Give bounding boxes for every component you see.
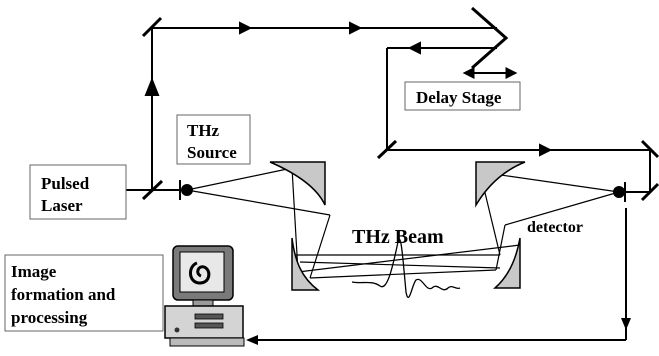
- delay-stage-box: [404, 81, 521, 111]
- top-left-mirror: [141, 16, 163, 38]
- computer-icon: [164, 245, 245, 347]
- drive-bay: [194, 313, 224, 320]
- delay-stage-reflector: [471, 6, 509, 70]
- flat-mirrors: [141, 16, 659, 202]
- beam-paths: [126, 27, 651, 193]
- keyboard: [169, 337, 245, 347]
- label-boxes: [4, 81, 521, 332]
- right-corner-mirror: [640, 139, 659, 159]
- parabolic-mirrors: [269, 161, 526, 291]
- pulsed-laser-box: [29, 164, 127, 220]
- right-lower-parabolic-mirror: [492, 237, 521, 289]
- image-formation-label-2: formation and: [11, 285, 116, 304]
- detector-label: detector: [527, 219, 583, 236]
- image-formation-label-1: Image: [11, 262, 57, 281]
- computer-case: [164, 305, 244, 339]
- signal-arrow-down: [621, 318, 631, 330]
- thz-beam-label: THz Beam: [352, 226, 444, 248]
- pulsed-laser-label-2: Laser: [41, 196, 83, 215]
- monitor-stand: [192, 299, 214, 307]
- beam-arrows: [144, 21, 553, 157]
- right-upper-parabolic-mirror: [475, 161, 526, 208]
- right-lower-mirror: [640, 182, 659, 202]
- delay-corner-mirror: [376, 139, 398, 160]
- signal-arrow-left: [246, 335, 258, 345]
- image-formation-label-3: processing: [11, 308, 88, 327]
- left-arrow-delay: [407, 41, 421, 55]
- thz-source-box: [176, 114, 251, 165]
- screen-image: [189, 261, 211, 285]
- right-arrow-top-right: [349, 21, 363, 35]
- right-arrow-top-left: [239, 21, 253, 35]
- retro-reflector: [471, 6, 509, 70]
- image-formation-box: [4, 254, 164, 332]
- thz-source-label-2: Source: [187, 143, 237, 162]
- splitter-mirror: [141, 179, 164, 201]
- left-upper-parabolic-mirror: [269, 161, 326, 206]
- thz-source-label-1: THz: [187, 121, 220, 140]
- up-arrow: [144, 77, 160, 96]
- drive-bay-2: [194, 322, 224, 329]
- text-labels: Pulsed Laser THz Source Delay Stage THz …: [11, 88, 583, 327]
- thz-rays: [186, 167, 620, 279]
- power-button: [174, 327, 180, 333]
- thz-waveform: [351, 238, 461, 299]
- pulsed-laser-label-1: Pulsed: [41, 174, 90, 193]
- right-arrow-lower: [539, 143, 553, 157]
- delay-stage-label: Delay Stage: [416, 88, 502, 107]
- monitor-screen: [179, 251, 225, 293]
- left-lower-parabolic-mirror: [291, 237, 321, 291]
